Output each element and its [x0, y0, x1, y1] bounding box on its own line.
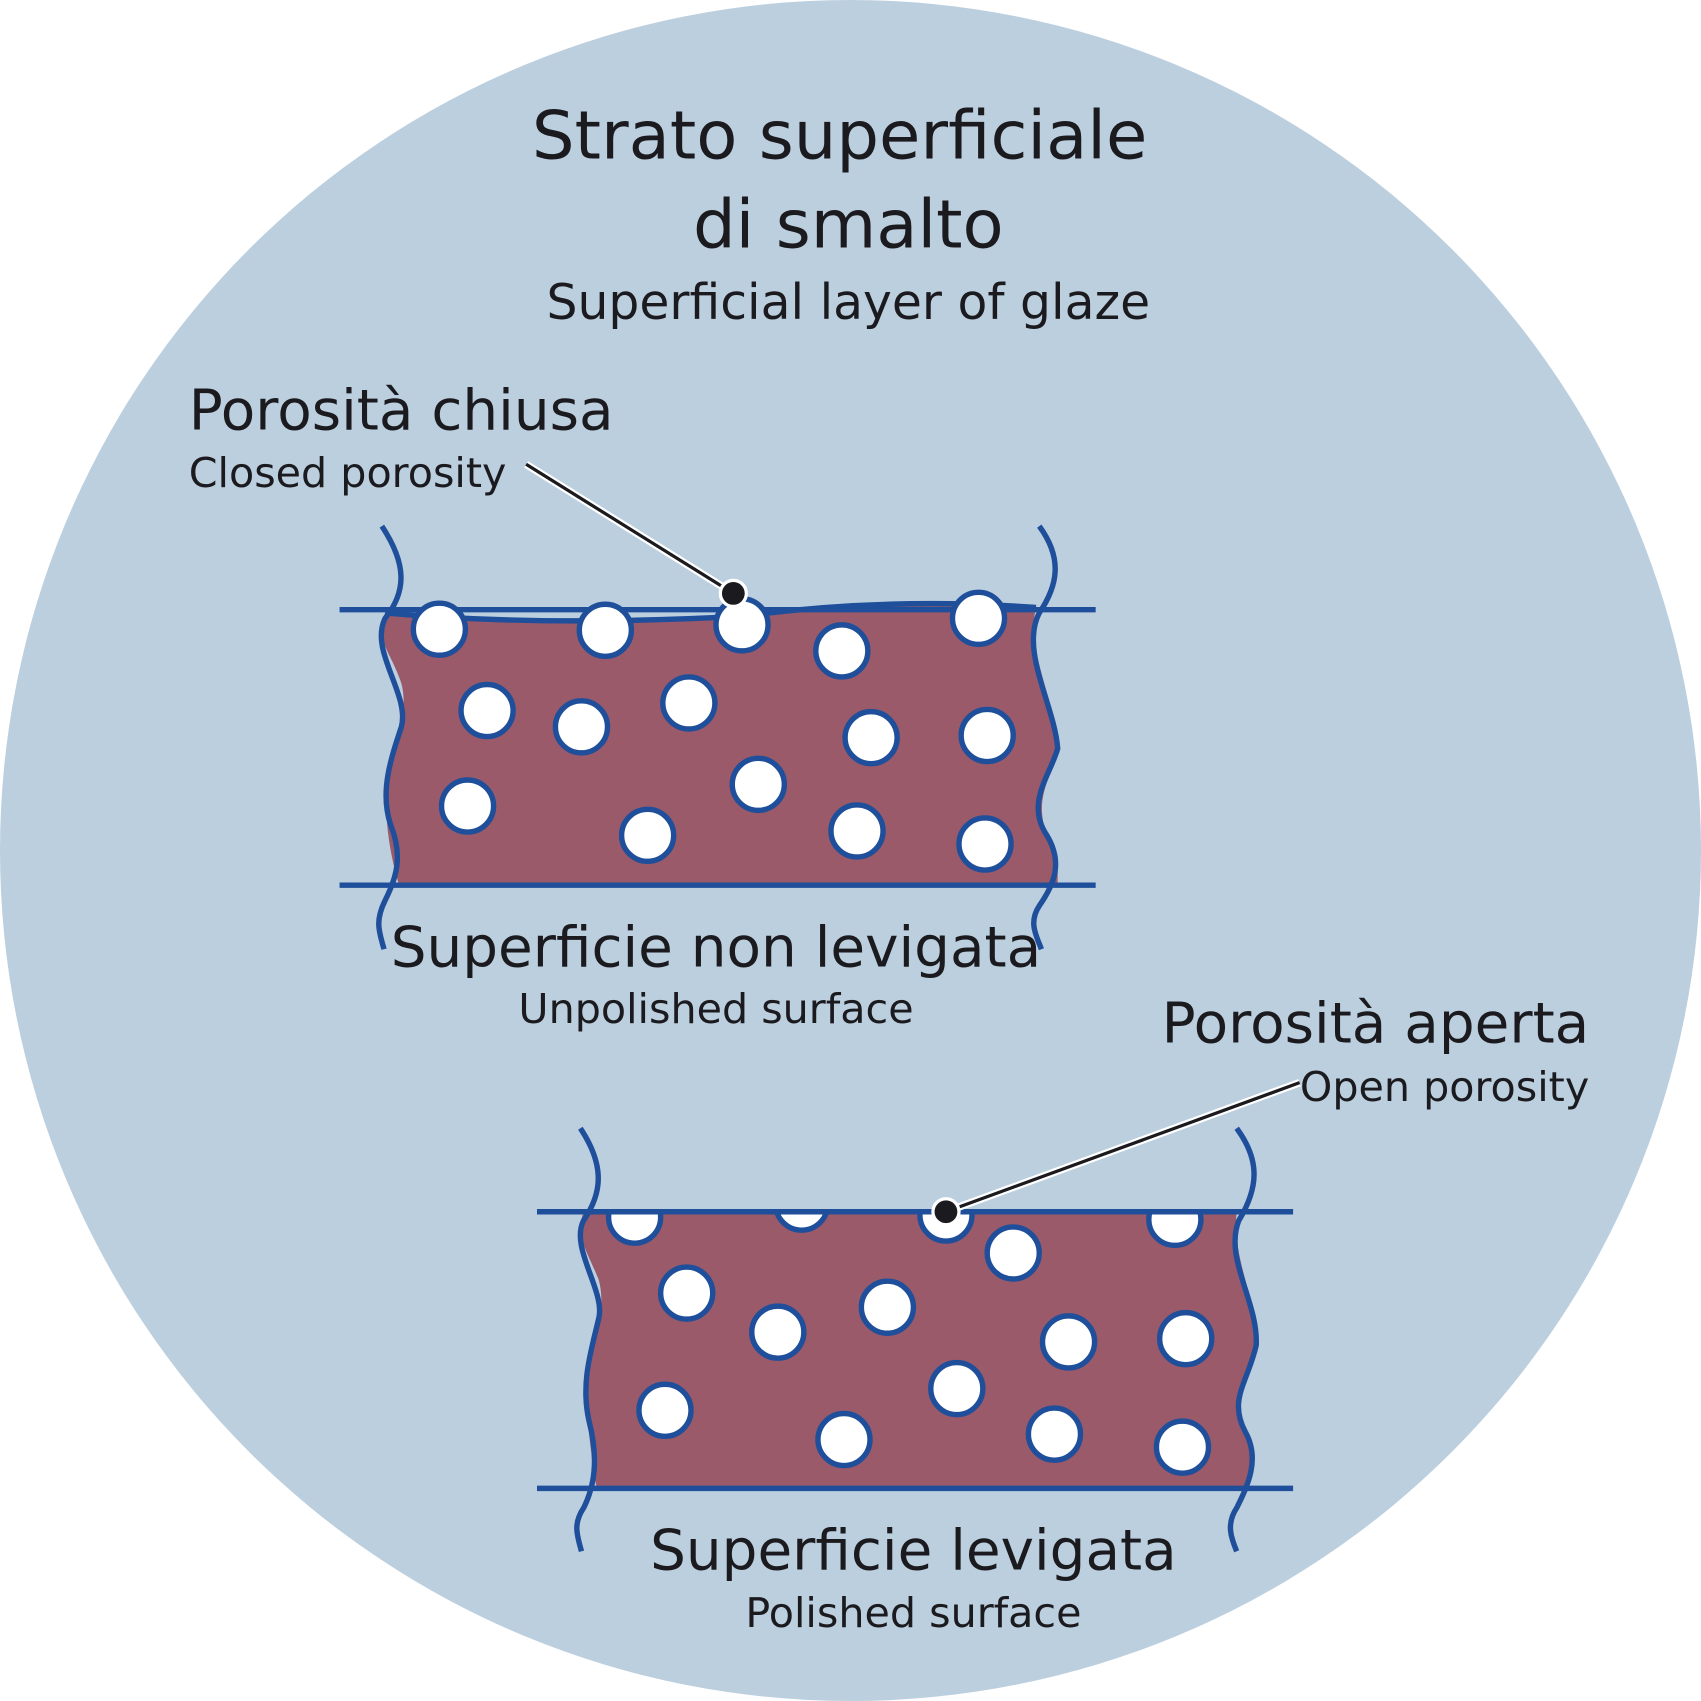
closed-pore: [828, 802, 886, 860]
closed-pore: [438, 777, 497, 835]
closed-porosity-label: Porosità chiusa: [189, 379, 614, 444]
closed-pore: [410, 600, 469, 658]
pore: [1039, 1313, 1098, 1371]
polished-glaze-block: [536, 1126, 1294, 1553]
open-porosity-leader-line-core: [945, 1081, 1301, 1214]
pore: [636, 1381, 694, 1440]
pore: [984, 1224, 1042, 1282]
closed-porosity-sublabel: Closed porosity: [189, 449, 507, 497]
polished-right-edge: [1227, 1126, 1259, 1553]
closed-pore: [729, 755, 788, 814]
pore: [1146, 1211, 1204, 1249]
unpolished-right-edge: [1030, 524, 1061, 951]
unpolished-glaze-block: [339, 524, 1096, 951]
title-subtitle: Superficial layer of glaze: [547, 274, 1151, 331]
closed-pore: [576, 601, 635, 660]
pore: [1025, 1405, 1084, 1463]
polished-glaze-body: [580, 1211, 1257, 1489]
unpolished-label: Superficie non levigata: [391, 916, 1042, 981]
closed-pore: [842, 708, 900, 767]
closed-pore: [813, 622, 871, 680]
pore: [657, 1264, 716, 1322]
closed-pore: [660, 674, 718, 732]
open-porosity-label: Porosità aperta: [1162, 992, 1590, 1057]
pore: [858, 1278, 917, 1336]
title-line-2: di smalto: [693, 185, 1004, 263]
polished-sublabel: Polished surface: [745, 1589, 1081, 1637]
polished-left-edge: [574, 1126, 603, 1552]
unpolished-glaze-body: [381, 603, 1058, 886]
closed-porosity-marker-dot: [718, 578, 748, 609]
pore: [815, 1410, 873, 1469]
closed-porosity-leader-line-core: [525, 462, 735, 595]
closed-pore: [458, 681, 516, 740]
closed-pore: [958, 706, 1016, 765]
closed-pore: [618, 806, 677, 865]
pore: [1156, 1309, 1215, 1368]
pore: [749, 1303, 807, 1361]
title-line-1: Strato superficiale: [532, 96, 1147, 174]
closed-pore: [956, 815, 1014, 873]
polished-label: Superficie levigata: [650, 1519, 1177, 1584]
closed-pore: [949, 589, 1008, 648]
pore: [1153, 1418, 1212, 1476]
pore: [605, 1211, 664, 1246]
open-porosity-sublabel: Open porosity: [1300, 1063, 1589, 1111]
pore: [928, 1359, 986, 1418]
closed-pore: [552, 698, 611, 756]
unpolished-left-edge: [376, 524, 406, 950]
open-porosity-marker-dot: [931, 1197, 961, 1227]
pore: [773, 1211, 830, 1233]
unpolished-sublabel: Unpolished surface: [518, 985, 913, 1033]
closed-pore: [713, 596, 771, 654]
